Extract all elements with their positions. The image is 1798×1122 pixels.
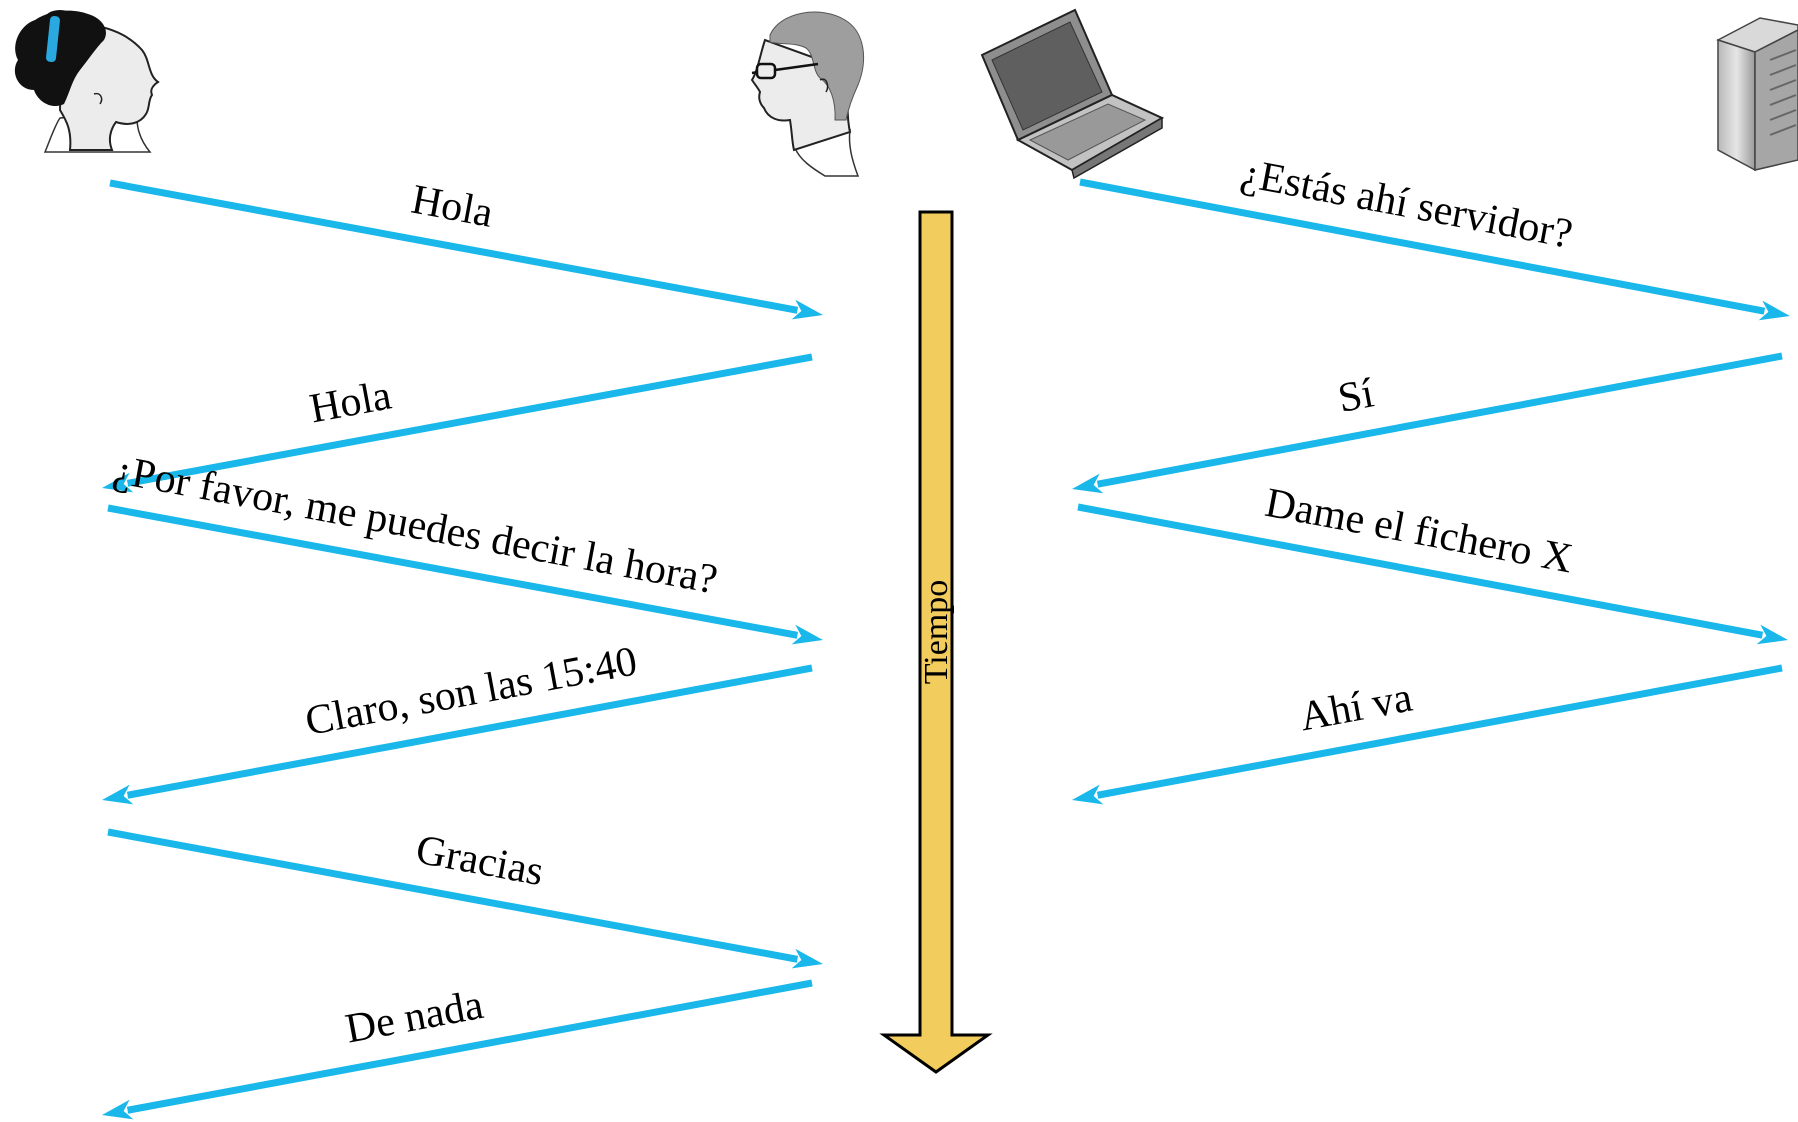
human-message-3: ¿Por favor, me puedes decir la hora? [107, 447, 823, 645]
human-message-1: Hola [109, 177, 823, 320]
message-arrowhead [102, 784, 134, 805]
network-message-1: ¿Estás ahí servidor? [1079, 150, 1790, 321]
message-arrowhead [1072, 473, 1104, 494]
time-arrow: Tiempo [879, 210, 993, 1074]
message-arrowhead [791, 624, 823, 645]
message-arrow-line [109, 179, 799, 314]
message-arrowhead [102, 472, 134, 493]
message-arrow-line [107, 828, 799, 963]
time-arrow-label: Tiempo [918, 580, 955, 685]
message-label: Dame el fichero X [1262, 480, 1577, 583]
message-arrowhead [791, 299, 823, 320]
network-message-2: Sí [1072, 352, 1783, 494]
message-arrow-line [1077, 503, 1764, 639]
human-message-5: Gracias [107, 827, 823, 969]
message-arrowhead [102, 1099, 134, 1120]
human-message-6: De nada [102, 979, 813, 1120]
network-message-3: Dame el fichero X [1077, 480, 1788, 645]
message-arrow-line [126, 353, 813, 487]
laptop-icon [980, 8, 1165, 180]
message-label: Sí [1334, 370, 1377, 422]
message-arrowhead [1756, 624, 1788, 645]
message-label: Hola [408, 177, 497, 237]
server-tower-icon [1716, 17, 1798, 172]
message-arrowhead [1072, 784, 1104, 805]
message-label: Gracias [412, 827, 546, 896]
message-arrowhead [791, 948, 823, 969]
message-arrow-line [1096, 664, 1783, 799]
message-arrow-line [107, 504, 799, 639]
message-label: De nada [342, 982, 487, 1053]
message-arrow-line [1096, 352, 1783, 488]
message-label: Hola [306, 372, 395, 432]
woman-profile-icon [14, 10, 160, 153]
message-arrow-line [126, 664, 813, 799]
message-arrow-line [1079, 178, 1766, 315]
human-message-4: Claro, son las 15:40 [102, 638, 813, 805]
time-arrow-shape [879, 210, 993, 1074]
message-arrow-line [126, 979, 813, 1114]
network-message-4: Ahí va [1072, 664, 1783, 805]
message-label: Ahí va [1296, 675, 1416, 741]
message-arrowhead [1758, 300, 1790, 321]
man-with-glasses-icon [750, 11, 865, 177]
